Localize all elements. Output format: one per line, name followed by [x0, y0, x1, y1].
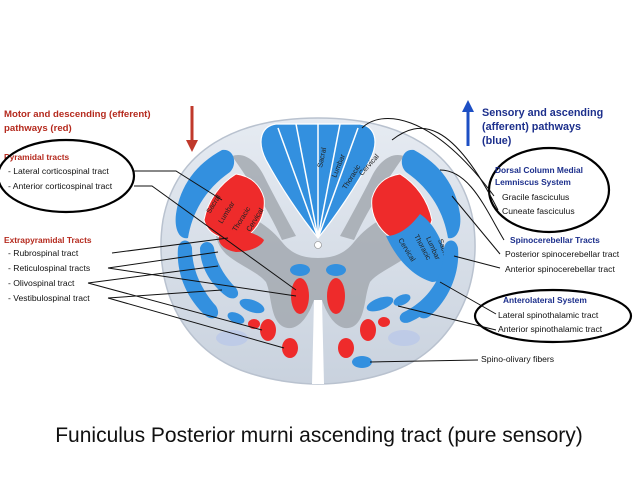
left-small-blue-1 — [239, 298, 265, 314]
sensory-title-line3: (blue) — [482, 135, 512, 147]
sensory-labels: Sensory and ascending (afferent) pathway… — [361, 100, 633, 364]
caption: Funiculus Posterior murni ascending trac… — [55, 424, 583, 447]
lateral-spinothalamic-label: Lateral spinothalamic tract — [498, 310, 599, 320]
arrow-down-icon — [186, 140, 198, 152]
anterior-spinocerebellar-label: Anterior spinocerebellar tract — [505, 264, 615, 274]
olivospinal-label: - Olivospinal tract — [8, 278, 75, 288]
anterolateral-ring — [473, 288, 633, 344]
sensory-title-line1: Sensory and ascending — [482, 107, 603, 119]
anterior-corticospinal-right — [326, 264, 346, 276]
dorsal-column-fan: Sacral Lumbar Thoracic Cervical — [260, 123, 381, 239]
reticulospinal-left — [291, 278, 309, 314]
olivospinal-right — [360, 319, 376, 341]
lateral-corticospinal-label: - Lateral corticospinal tract — [8, 166, 109, 176]
right-small-red — [378, 317, 390, 327]
left-small-red — [248, 319, 260, 329]
motor-title-line2: pathways (red) — [4, 123, 72, 134]
extrapyramidal-heading: Extrapyramidal Tracts — [4, 235, 92, 245]
vestibulospinal-label: - Vestibulospinal tract — [8, 293, 90, 303]
motor-labels: Motor and descending (efferent) pathways… — [0, 106, 297, 349]
gracile-label: Gracile fasciculus — [502, 192, 569, 202]
anterior-spinocerebellar-left — [177, 240, 219, 319]
olivospinal-left — [260, 319, 276, 341]
grey-matter — [215, 213, 421, 329]
anterior-corticospinal-label: - Anterior corticospinal tract — [8, 181, 113, 191]
anterior-corticospinal-left — [290, 264, 310, 276]
anterior-spinothalamic-right — [366, 296, 394, 312]
sensory-title-line2: (afferent) pathways — [482, 121, 581, 133]
reticulospinal-label: - Reticulospinal tracts — [8, 263, 90, 273]
rubrospinal-left — [218, 230, 264, 252]
dorsal-heading-line2: Lemniscus System — [495, 177, 571, 187]
anterior-spinothalamic-label: Anterior spinothalamic tract — [498, 324, 603, 334]
spino-olivary-right — [352, 356, 372, 368]
right-blue-fan — [386, 214, 448, 282]
posterior-spinocerebellar-right — [401, 149, 461, 239]
motor-title-line1: Motor and descending (efferent) — [4, 109, 151, 120]
left-blue-inner — [200, 242, 239, 299]
anterior-median-fissure — [312, 300, 324, 384]
cuneate-label: Cuneate fasciculus — [502, 206, 575, 216]
left-tracts: Sacral Lumbar Thoracic Cervical — [175, 149, 310, 358]
reticulospinal-right — [327, 278, 345, 314]
arrow-up-icon — [462, 100, 474, 112]
left-small-blue-2 — [227, 312, 245, 324]
right-pale-patch — [388, 330, 420, 346]
spino-olivary-label: Spino-olivary fibers — [481, 354, 554, 364]
central-canal — [314, 241, 322, 249]
dorsal-column-ring — [487, 146, 611, 234]
rubrospinal-label: - Rubrospinal tract — [8, 248, 79, 258]
anterolateral-heading: Anterolateral System — [503, 295, 587, 305]
dorsal-heading-line1: Dorsal Column Medial — [495, 165, 583, 175]
pyramidal-heading: Pyramidal tracts — [4, 152, 70, 162]
posterior-spinocerebellar-label: Posterior spinocerebellar tract — [505, 249, 620, 259]
vestibulospinal-left — [282, 338, 298, 358]
pyramidal-ring — [0, 138, 136, 214]
right-small-blue — [393, 294, 411, 306]
posterior-spinocerebellar-left — [175, 149, 235, 239]
spinocerebellar-heading: Spinocerebellar Tracts — [510, 235, 600, 245]
right-tracts: Cervical Thoracic Lumbar Sacral — [326, 149, 461, 368]
dorsal-seg-sacral: Sacral — [315, 146, 328, 168]
vestibulospinal-right — [338, 338, 354, 358]
left-pale-patch — [216, 330, 248, 346]
